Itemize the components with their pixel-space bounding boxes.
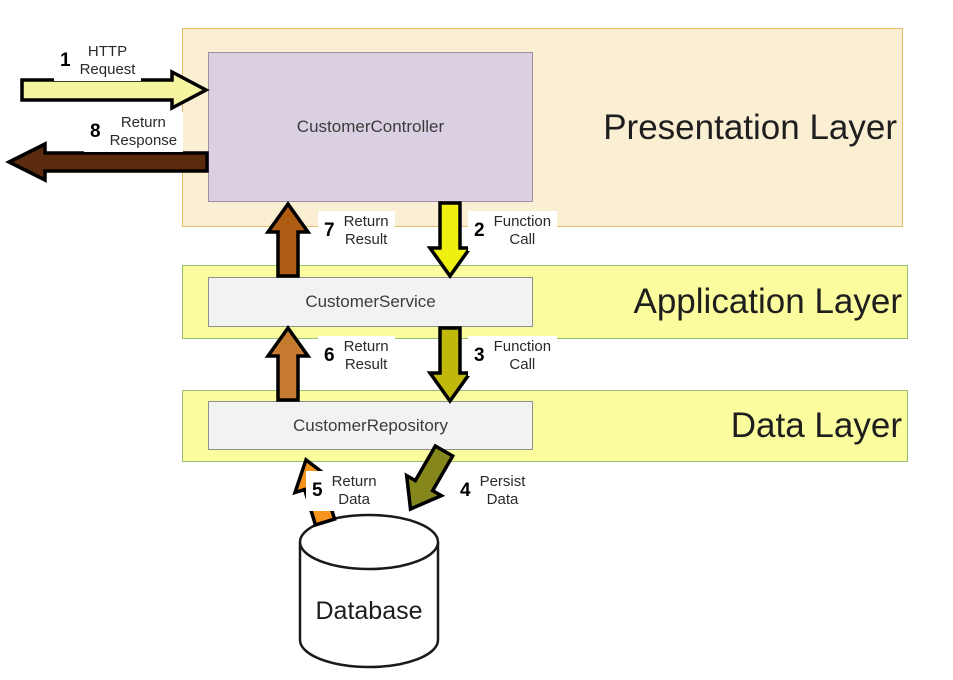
flow-number: 7 <box>324 220 335 241</box>
customer-service-label: CustomerService <box>305 292 436 311</box>
flow-line1: Return <box>343 213 389 230</box>
database-cylinder <box>298 513 440 669</box>
flow-line1: Persist <box>479 473 526 490</box>
flow-number: 4 <box>460 480 471 501</box>
flow-line2: Call <box>509 356 536 373</box>
customer-repository-box: CustomerRepository <box>208 401 533 450</box>
flow-line2: Request <box>79 61 136 78</box>
flow-line2: Data <box>338 491 370 508</box>
arrow-2-function-call <box>426 201 474 280</box>
arrow-1-http-request <box>20 69 210 111</box>
customer-service-box: CustomerService <box>208 277 533 327</box>
flow-line1: Return <box>120 114 166 131</box>
customer-controller-box: CustomerController <box>208 52 533 202</box>
database-cylinder-body <box>298 542 440 669</box>
flow-line2: Result <box>344 356 388 373</box>
application-layer-label: Application Layer <box>633 282 903 321</box>
arrow-8-return-response <box>5 141 209 183</box>
flow-line1: Return <box>343 338 389 355</box>
presentation-layer-label: Presentation Layer <box>603 107 897 147</box>
flow-line2: Response <box>109 132 178 149</box>
flow-number: 1 <box>60 50 71 71</box>
arrow-4-persist-data <box>404 443 456 512</box>
flow-number: 3 <box>474 345 485 366</box>
flow-number: 2 <box>474 220 485 241</box>
flow-line2: Data <box>486 491 519 508</box>
arrow-7-return-result <box>264 200 312 278</box>
database-label: Database <box>315 597 423 625</box>
data-layer-label: Data Layer <box>730 406 902 445</box>
flow-line1: Return <box>331 473 377 490</box>
flow-number: 6 <box>324 345 335 366</box>
flow-number: 8 <box>90 121 101 142</box>
flow-line2: Call <box>509 231 536 248</box>
arrow-3-function-call <box>426 326 474 405</box>
flow-line1: Function <box>493 338 552 355</box>
arrow-6-return-result <box>264 324 312 402</box>
flow-number: 5 <box>312 480 323 501</box>
flow-line1: HTTP <box>87 43 128 60</box>
flow-line2: Result <box>344 231 388 248</box>
database-cylinder-top <box>298 513 440 571</box>
customer-controller-label: CustomerController <box>296 117 445 136</box>
flow-arrows <box>5 69 474 528</box>
customer-repository-label: CustomerRepository <box>293 415 448 435</box>
flow-line1: Function <box>493 213 552 230</box>
